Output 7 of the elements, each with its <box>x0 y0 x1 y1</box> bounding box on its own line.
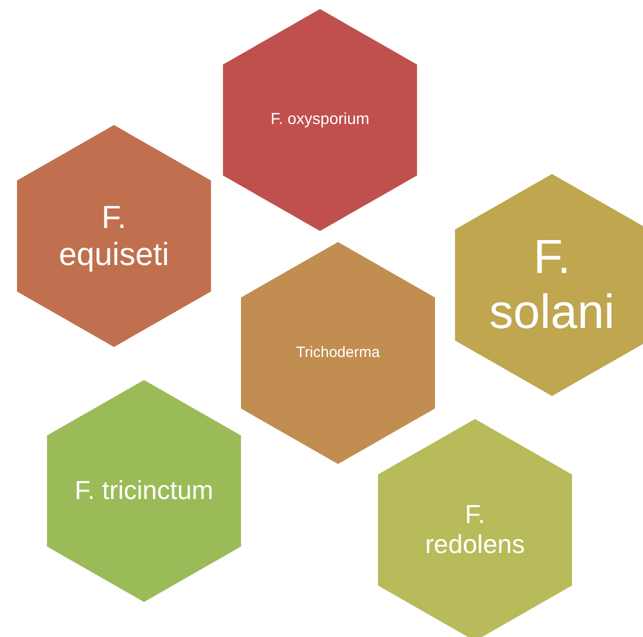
species-label: F. solani <box>488 230 616 340</box>
species-label: F. redolens <box>424 500 526 560</box>
species-label: F. tricinctum <box>74 476 214 506</box>
hexagon-tile <box>378 419 572 637</box>
species-label: Trichoderma <box>296 344 380 362</box>
species-label: F. oxysporium <box>270 110 370 130</box>
species-label: F. equiseti <box>58 199 170 273</box>
